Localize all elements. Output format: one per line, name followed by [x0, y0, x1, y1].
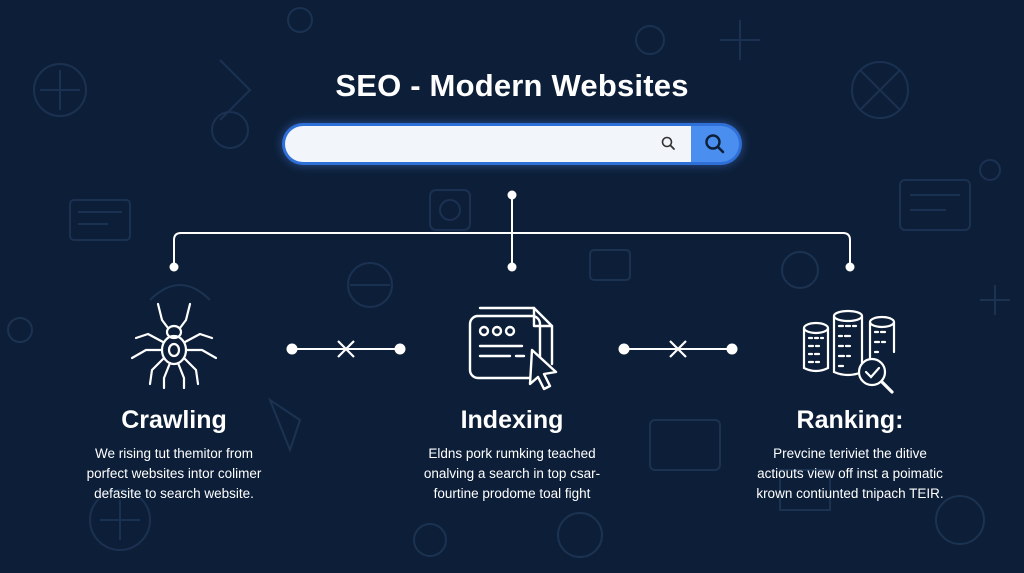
search-icon	[661, 136, 675, 150]
page-title: SEO - Modern Websites	[335, 68, 689, 103]
stage-description-ranking: Prevcine teriviet the ditive actiouts vi…	[730, 444, 970, 504]
description-line: Eldns pork rumking teached	[428, 446, 596, 461]
description-line: fourtine prodome toal fight	[433, 486, 591, 501]
search-button[interactable]	[691, 126, 739, 162]
stage-title-indexing: Indexing	[460, 406, 564, 434]
description-line: porfect websites intor colimer	[86, 466, 262, 481]
link-connector-left	[286, 340, 406, 358]
description-line: We rising tut themitor from	[94, 446, 254, 461]
description-line: onalving a search in top csar-	[423, 466, 601, 481]
database-magnifier-icon	[802, 309, 896, 394]
description-line: defasite to search website.	[94, 486, 254, 501]
stage-title-ranking: Ranking:	[796, 406, 904, 434]
description-line: krown contiunted tnipach TEIR.	[756, 486, 944, 501]
document-cursor-icon	[468, 306, 558, 391]
search-input[interactable]	[285, 126, 691, 162]
link-connector-right	[618, 340, 738, 358]
description-line: actiouts view off inst a poimatic	[757, 466, 943, 481]
spider-icon	[130, 302, 218, 390]
stage-description-indexing: Eldns pork rumking teached onalving a se…	[392, 444, 632, 504]
stage-title-crawling: Crawling	[121, 406, 227, 434]
search-icon	[705, 134, 725, 154]
stage-description-crawling: We rising tut themitor from porfect webs…	[54, 444, 294, 504]
description-line: Prevcine teriviet the ditive	[773, 446, 927, 461]
search-bar	[282, 123, 742, 165]
